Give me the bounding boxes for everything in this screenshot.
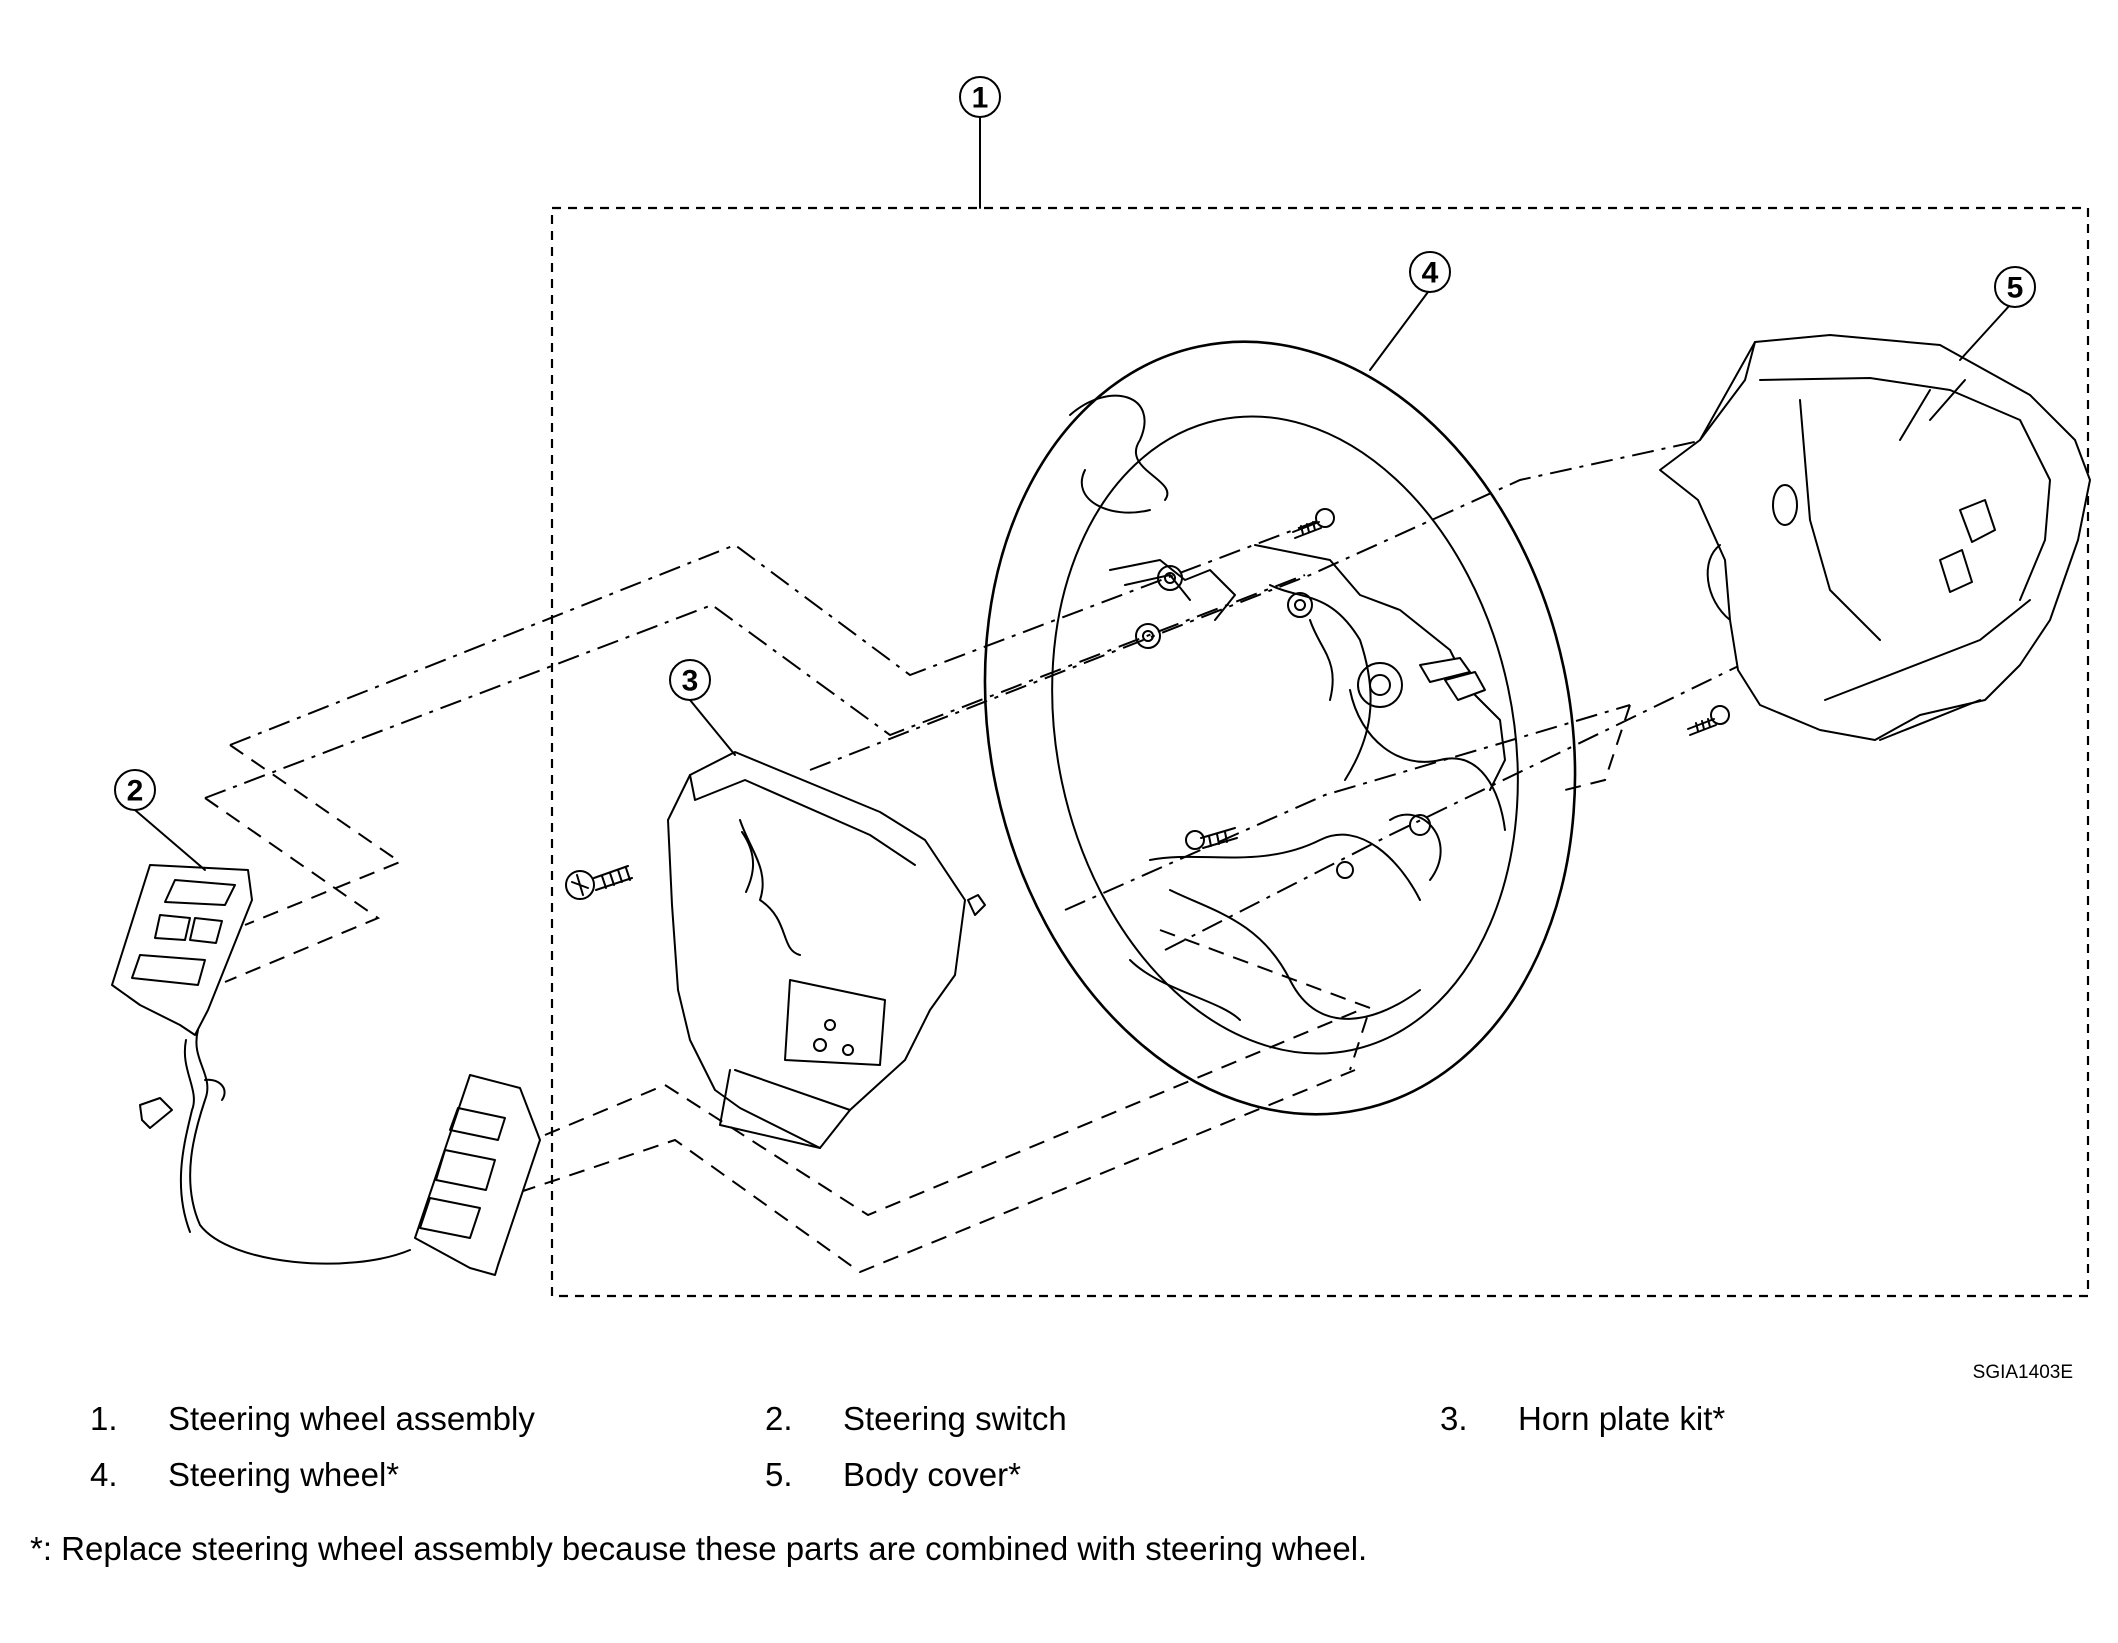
legend-item-5: 5. Body cover* — [765, 1456, 1021, 1494]
callout-4: 4 — [1409, 251, 1451, 293]
callout-number: 2 — [127, 775, 144, 808]
legend-item-1: 1. Steering wheel assembly — [90, 1400, 535, 1438]
legend-number: 4. — [90, 1456, 118, 1493]
callout-3: 3 — [669, 659, 711, 701]
steering-wheel-screws — [1185, 508, 1730, 850]
callout-leaders — [134, 116, 2011, 871]
legend-label: Steering wheel* — [168, 1456, 400, 1493]
callout-number: 1 — [972, 82, 989, 115]
assembly-boundary-box — [550, 206, 2090, 1298]
steering-switch — [111, 864, 541, 1276]
legend-label: Steering switch — [843, 1400, 1067, 1437]
callout-number: 3 — [682, 665, 699, 698]
steering-wheel — [983, 340, 1577, 1116]
exploded-steering-wheel-diagram: 1 2 3 4 5 — [111, 76, 2091, 1298]
callout-2: 2 — [114, 769, 156, 811]
legend-item-4: 4. Steering wheel* — [90, 1456, 399, 1494]
legend-number: 1. — [90, 1400, 118, 1437]
legend-label: Horn plate kit* — [1518, 1400, 1726, 1437]
figure-code: SGIA1403E — [1972, 1362, 2073, 1383]
callout-number: 4 — [1422, 257, 1439, 290]
footnote: *: Replace steering wheel assembly becau… — [30, 1530, 1368, 1567]
legend-item-2: 2. Steering switch — [765, 1400, 1067, 1438]
legend-label: Body cover* — [843, 1456, 1021, 1493]
callout-number: 5 — [2007, 272, 2024, 305]
legend-number: 2. — [765, 1400, 793, 1437]
legend-label: Steering wheel assembly — [168, 1400, 535, 1437]
legend-number: 5. — [765, 1456, 793, 1493]
legend-number: 3. — [1440, 1400, 1468, 1437]
callout-5: 5 — [1994, 266, 2036, 308]
body-cover — [1659, 334, 2091, 741]
callout-1: 1 — [959, 76, 1001, 118]
horn-plate-bolt — [565, 865, 633, 900]
horn-plate-kit — [667, 751, 986, 1149]
legend-item-3: 3. Horn plate kit* — [1440, 1400, 1725, 1438]
